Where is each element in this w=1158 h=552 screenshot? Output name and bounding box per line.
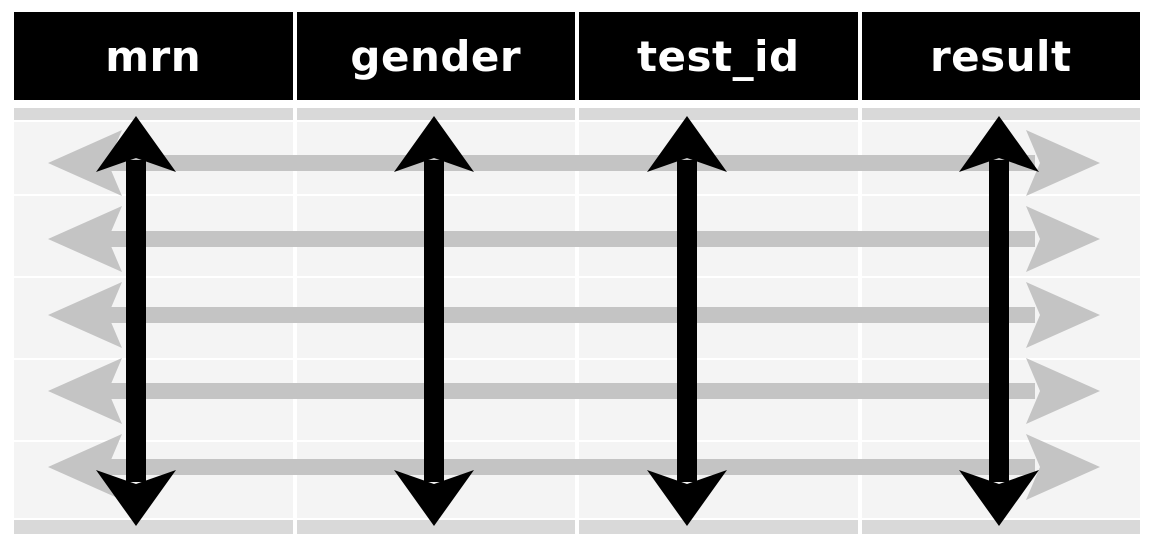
column-header-mrn: mrn (14, 12, 293, 100)
column-header-gender: gender (296, 12, 575, 100)
row-arrows (48, 130, 1100, 500)
column-arrow-mrn (96, 116, 176, 526)
column-header-result: result (861, 12, 1140, 100)
row-arrow-2 (48, 206, 1100, 272)
row-arrow-5 (48, 434, 1100, 500)
row-arrow-1 (48, 130, 1100, 196)
table-edge-top (14, 108, 1140, 120)
column-header-test-id: test_id (579, 12, 858, 100)
column-arrow-gender (394, 116, 474, 526)
row-arrow-3 (48, 282, 1100, 348)
column-arrow-result (959, 116, 1039, 526)
column-arrows (96, 116, 1039, 526)
row-arrow-4 (48, 358, 1100, 424)
table-edge-bottom (14, 520, 1140, 534)
column-arrow-test-id (647, 116, 727, 526)
table-header: mrn gender test_id result (14, 12, 1140, 100)
